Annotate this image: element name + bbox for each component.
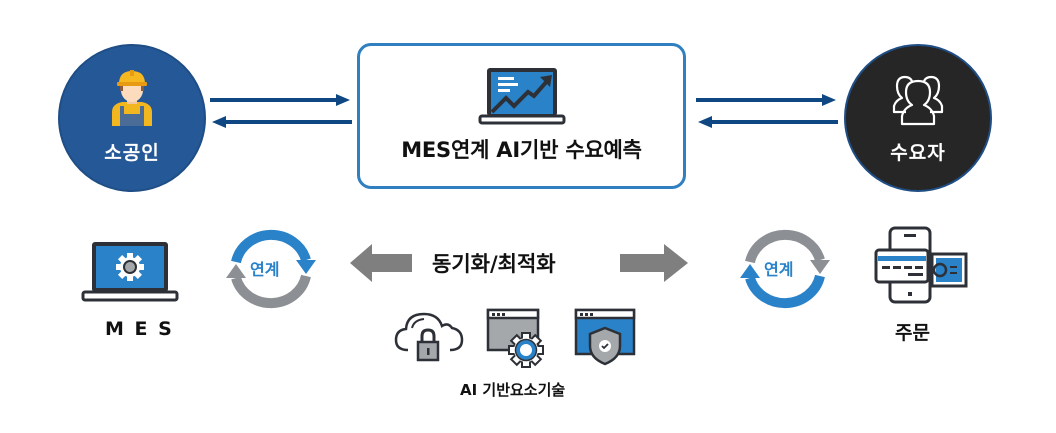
window-shield-icon	[574, 306, 636, 368]
arrow-right-icon	[696, 94, 836, 106]
cycle-arrows-icon: 연계	[226, 228, 316, 310]
arrow-left-icon	[212, 116, 352, 128]
consumer-node: 수요자	[844, 44, 992, 192]
arrow-left-icon	[698, 116, 838, 128]
small-manufacturer-label: 소공인	[104, 142, 160, 164]
mobile-payment-icon	[872, 226, 972, 306]
window-gear-icon	[486, 306, 548, 368]
ai-demand-forecast-node: MES연계 AI기반 수요예측	[357, 43, 686, 189]
worker-icon	[102, 68, 162, 128]
cloud-lock-icon	[392, 306, 464, 364]
users-icon	[888, 68, 948, 128]
ai-core-tech-label: AI 기반요소기술	[460, 381, 566, 399]
mes-label: M E S	[105, 318, 174, 340]
bidirectional-connector-left	[210, 94, 352, 128]
laptop-chart-icon	[476, 64, 568, 126]
link-label-right: 연계	[764, 260, 794, 279]
gray-arrow-right-icon	[620, 244, 688, 282]
laptop-gear-icon	[80, 240, 180, 302]
order-label: 주문	[895, 322, 930, 344]
ai-demand-forecast-title: MES연계 AI기반 수요예측	[401, 138, 642, 162]
sync-optimize-label: 동기화/최적화	[432, 252, 556, 276]
gray-arrow-left-icon	[350, 244, 412, 282]
cycle-arrows-icon: 연계	[740, 228, 830, 310]
bidirectional-connector-right	[696, 94, 838, 128]
arrow-right-icon	[210, 94, 350, 106]
small-manufacturer-node: 소공인	[58, 44, 206, 192]
consumer-label: 수요자	[890, 142, 946, 164]
link-label-left: 연계	[250, 260, 280, 279]
